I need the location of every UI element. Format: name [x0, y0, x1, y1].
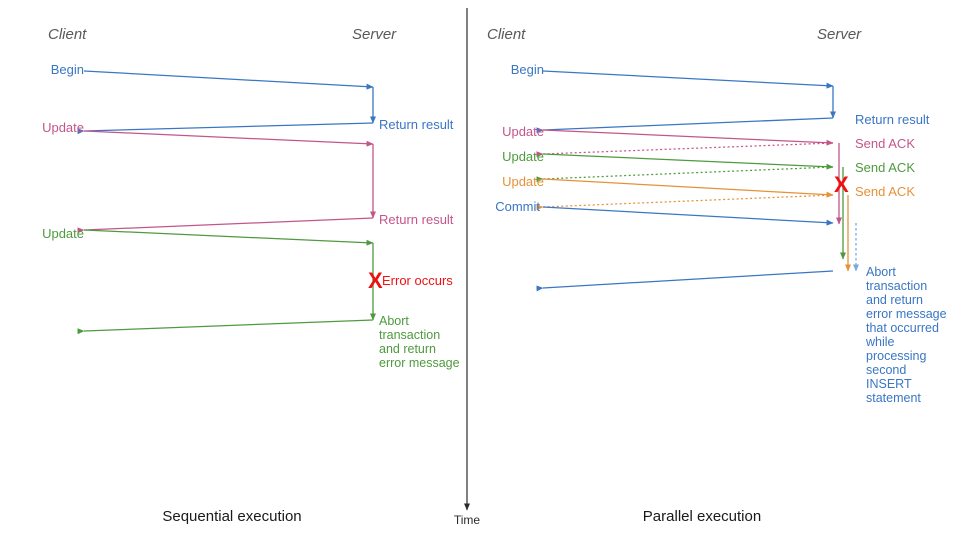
error-occurs-label: Error occurs — [382, 273, 453, 288]
note-line: Abort — [866, 265, 896, 279]
server-lane-header: Server — [352, 26, 397, 43]
message-arrow-update-2[interactable] — [83, 229, 374, 246]
message-label-return-result: Return result — [855, 112, 930, 127]
note-line: error message — [379, 356, 460, 370]
note-line: transaction — [379, 328, 440, 342]
message-label-update-1: Update — [42, 120, 84, 135]
message-label-update-3: Update — [502, 174, 544, 189]
message-label-return-result-2: Return result — [379, 212, 454, 227]
message-arrow-commit[interactable] — [542, 206, 834, 226]
message-arrow-abort-return[interactable] — [77, 319, 374, 335]
note-line: Abort — [379, 314, 409, 328]
message-label-send-ack-1: Send ACK — [855, 136, 915, 151]
message-arrow-return-result-1[interactable] — [77, 122, 374, 135]
message-arrow-begin[interactable] — [83, 70, 374, 90]
message-label-send-ack-2: Send ACK — [855, 160, 915, 175]
message-label-update-1: Update — [502, 124, 544, 139]
panel-caption-sequential: Sequential execution — [162, 508, 301, 525]
message-arrow-update-1[interactable] — [542, 129, 834, 146]
note-line: second — [866, 363, 906, 377]
message-arrow-update-3[interactable] — [542, 178, 834, 198]
message-arrow-return-result-2[interactable] — [77, 217, 374, 234]
message-label-begin: Begin — [51, 62, 84, 77]
note-line: that occurred — [866, 321, 939, 335]
message-label-update-2: Update — [502, 149, 544, 164]
message-label-return-result-1: Return result — [379, 117, 454, 132]
note-line: INSERT — [866, 377, 912, 391]
client-lane-header: Client — [487, 26, 526, 43]
message-arrow-update-2[interactable] — [542, 153, 834, 170]
client-lane-header: Client — [48, 26, 87, 43]
note-line: and return — [379, 342, 436, 356]
note-line: error message — [866, 307, 947, 321]
message-arrow-abort-return[interactable] — [536, 270, 834, 292]
message-label-update-2: Update — [42, 226, 84, 241]
message-arrow-send-ack-2[interactable] — [536, 166, 834, 183]
note-line: and return — [866, 293, 923, 307]
message-arrow-return-result[interactable] — [536, 117, 834, 134]
message-arrow-begin[interactable] — [542, 70, 834, 89]
message-label-commit: Commit — [495, 199, 540, 214]
message-label-begin: Begin — [511, 62, 544, 77]
message-label-send-ack-3: Send ACK — [855, 184, 915, 199]
error-x-icon: X — [834, 172, 849, 197]
note-line: statement — [866, 391, 921, 405]
note-line: transaction — [866, 279, 927, 293]
message-arrow-update-1[interactable] — [83, 130, 374, 147]
error-x-icon: X — [368, 268, 383, 293]
panel-caption-parallel: Parallel execution — [643, 508, 761, 525]
time-axis-label: Time — [454, 513, 481, 527]
server-lane-header: Server — [817, 26, 862, 43]
note-line: while — [865, 335, 895, 349]
note-line: processing — [866, 349, 926, 363]
message-arrow-send-ack-1[interactable] — [536, 142, 834, 158]
message-arrow-send-ack-3[interactable] — [536, 194, 834, 211]
